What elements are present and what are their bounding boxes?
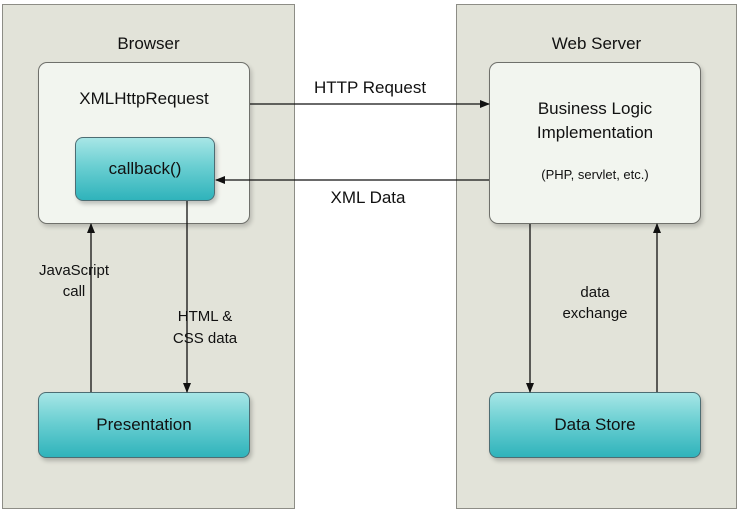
html-css-label-line2: CSS data <box>172 330 238 347</box>
callback-box: callback() <box>75 137 215 201</box>
data-store-box: Data Store <box>489 392 701 458</box>
javascript-call-label-line1: JavaScript <box>38 262 110 279</box>
web-server-title: Web Server <box>551 34 642 53</box>
business-logic-label-line2: Implementation <box>536 123 654 142</box>
javascript-call-label-line2: call <box>62 283 86 300</box>
data-store-label: Data Store <box>554 415 636 434</box>
data-exchange-label-line2: exchange <box>562 305 628 322</box>
http-request-label: HTTP Request <box>313 78 427 97</box>
data-exchange-label-line1: data <box>580 284 610 301</box>
business-logic-box: Business Logic Implementation (PHP, serv… <box>489 62 701 224</box>
xml-data-label: XML Data <box>330 188 406 207</box>
html-css-label-line1: HTML & <box>177 308 233 325</box>
xmlhttprequest-label: XMLHttpRequest <box>79 89 209 108</box>
browser-title: Browser <box>117 34 180 53</box>
business-logic-label-line1: Business Logic <box>537 99 653 118</box>
callback-label: callback() <box>108 159 182 178</box>
business-logic-sublabel: (PHP, servlet, etc.) <box>541 167 649 182</box>
presentation-box: Presentation <box>38 392 250 458</box>
presentation-label: Presentation <box>96 415 192 434</box>
